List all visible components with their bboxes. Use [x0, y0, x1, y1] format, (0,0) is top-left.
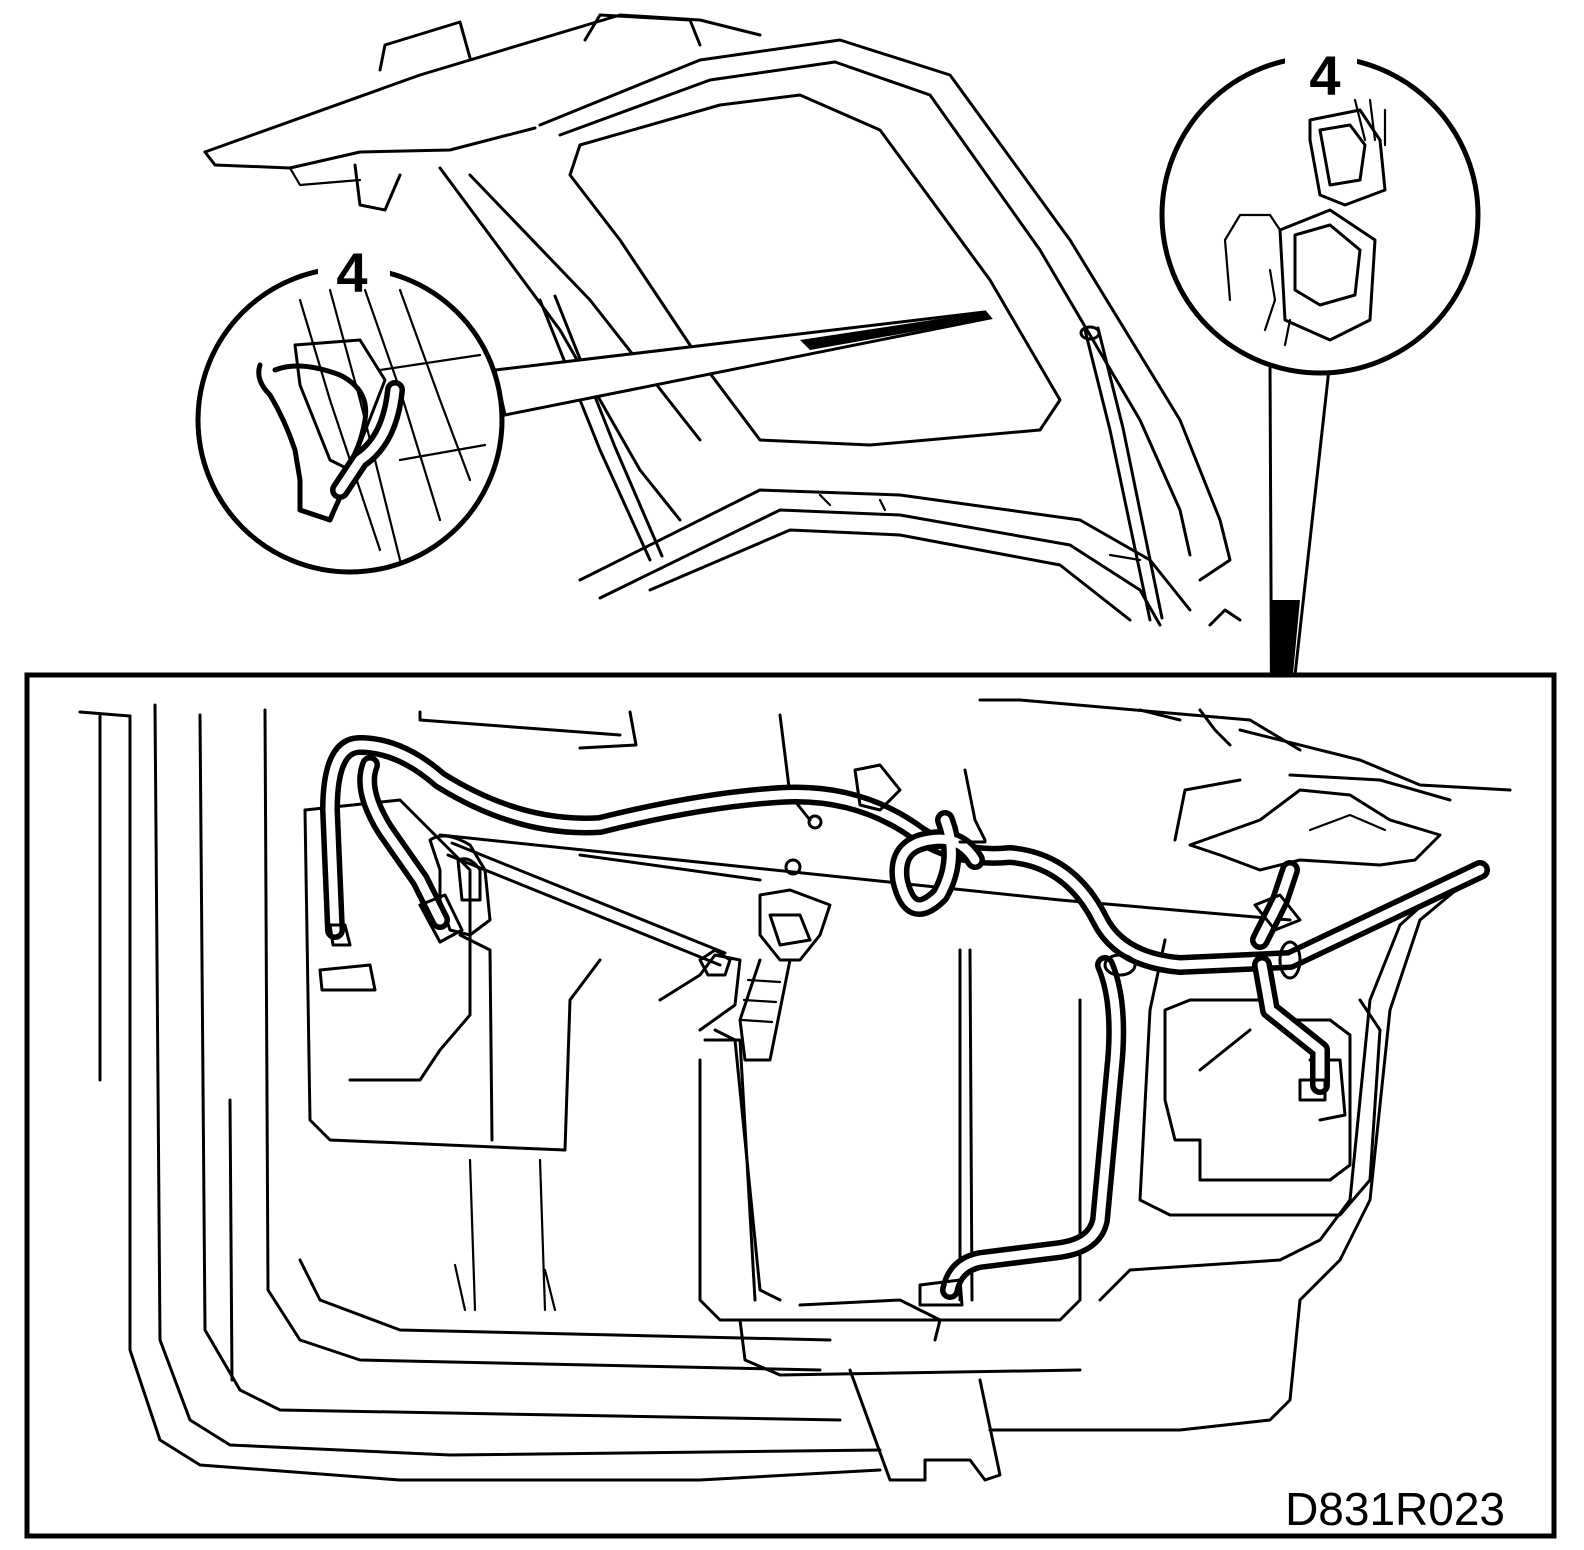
figure-id: D831R023: [1285, 1483, 1505, 1535]
callout-left: 4: [195, 238, 993, 575]
tailgate-upper-view: [203, 13, 1242, 627]
wiring-harness: [320, 735, 1490, 1307]
callout-number-left: 4: [336, 241, 367, 304]
connector-detail: [1223, 98, 1387, 347]
callout-number-right: 4: [1309, 44, 1340, 107]
lower-detail-view: [24, 672, 1557, 1539]
detail-frame: [24, 672, 1557, 1539]
clip-detail-left: [256, 288, 487, 562]
